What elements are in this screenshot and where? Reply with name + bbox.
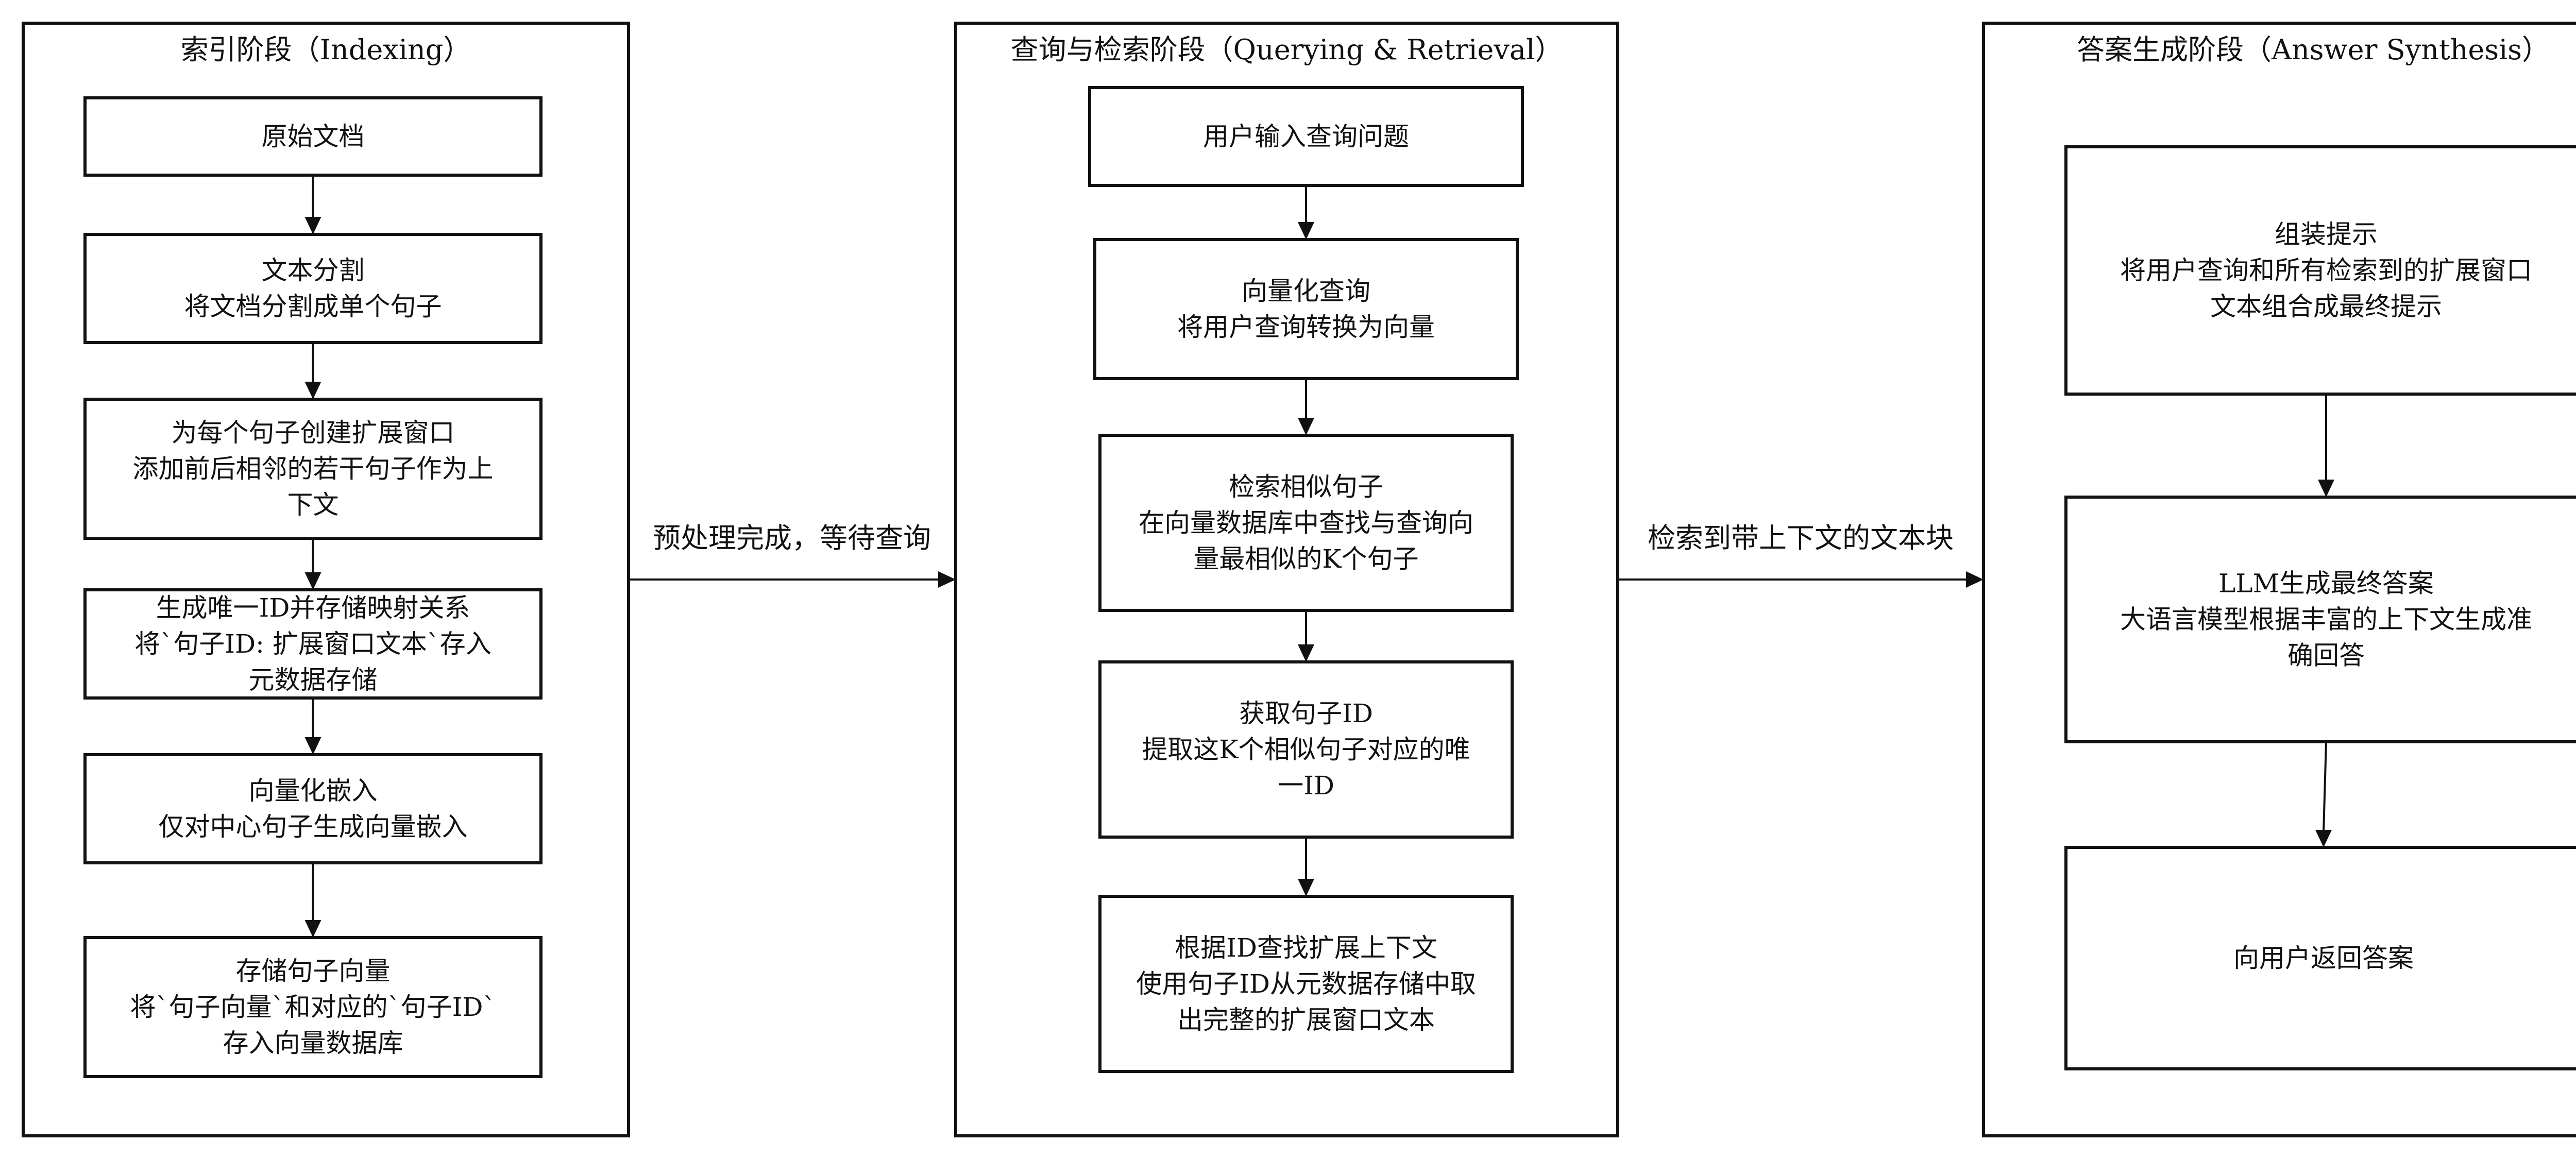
step-text-line: 原始文档 [262,122,365,151]
step-box [83,233,543,344]
process-step: 用户输入查询问题 [1088,86,1524,187]
step-text-line: 存储句子向量 [236,956,391,986]
flow-arrow-down [1298,837,1314,896]
step-text-line: 提取这K个相似句子对应的唯 [1142,735,1470,764]
step-text-line: 将文档分割成单个句子 [184,292,442,321]
stage-title: 答案生成阶段（Answer Synthesis） [2077,33,2550,66]
flow-arrow-down [304,175,321,234]
step-box [1098,660,1514,839]
step-text-line: 存入向量数据库 [223,1028,403,1058]
step-text-line: 将用户查询和所有检索到的扩展窗口 [2120,256,2532,285]
step-box [1088,86,1524,187]
step-text-line: 为每个句子创建扩展窗口 [172,418,455,448]
step-box [83,936,543,1078]
step-text-line: 向用户返回答案 [2233,943,2414,973]
step-text-line: 向量化嵌入 [249,776,378,806]
stage-panel-1: 索引阶段（Indexing）原始文档文本分割将文档分割成单个句子为每个句子创建扩… [22,22,630,1137]
step-text-line: 一ID [1278,771,1334,801]
flow-arrow-down [2318,394,2334,497]
step-text-line: 出完整的扩展窗口文本 [1177,1005,1435,1035]
step-text-line: 在向量数据库中查找与查询向 [1139,508,1473,538]
step-text-line: 文本分割 [262,256,365,285]
stage-title: 查询与检索阶段（Querying & Retrieval） [1011,33,1563,66]
step-text-line: 下文 [287,490,339,520]
stage-panel-2: 查询与检索阶段（Querying & Retrieval）用户输入查询问题向量化… [954,22,1619,1137]
flow-arrow-down [304,698,321,755]
step-box [2064,145,2576,396]
step-box [1098,895,1514,1073]
step-text-line: 向量化查询 [1242,276,1370,306]
stage-connector-arrow [629,571,956,588]
step-text-line: 使用句子ID从元数据存储中取 [1136,969,1476,999]
step-text-line: 将`句子向量`和对应的`句子ID` [130,992,496,1022]
step-text-line: 仅对中心句子生成向量嵌入 [159,812,468,842]
step-text-line: LLM生成最终答案 [2218,569,2434,599]
flow-arrow-down [2315,741,2332,847]
step-text-line: 大语言模型根据丰富的上下文生成准 [2120,605,2532,635]
step-text-line: 文本组合成最终提示 [2210,292,2442,321]
flow-arrow-down [1298,185,1314,240]
step-text-line: 组装提示 [2275,219,2378,249]
process-step: 原始文档 [83,96,543,177]
step-text-line: 用户输入查询问题 [1203,122,1409,151]
flow-arrow-down [304,343,321,399]
step-text-line: 根据ID查找扩展上下文 [1175,933,1437,963]
flow-arrow-down [1298,610,1314,662]
step-text-line: 量最相似的K个句子 [1193,544,1418,574]
step-box [2064,496,2576,743]
flow-arrow-down [1298,379,1314,435]
stage-panel-3: 答案生成阶段（Answer Synthesis） 组装提示将用户查询和所有检索到的… [1982,22,2576,1137]
process-step: 向用户返回答案 [2064,846,2576,1070]
step-text-line: 获取句子ID [1239,699,1373,728]
step-box [83,753,543,864]
step-box [83,588,543,700]
step-text-line: 检索相似句子 [1229,472,1383,502]
step-box [1093,238,1519,380]
flow-arrow-down [304,538,321,590]
step-text-line: 生成唯一ID并存储映射关系 [156,593,470,623]
stage-connector-arrow [1618,571,1984,588]
step-text-line: 确回答 [2287,641,2365,671]
step-text-line: 将用户查询转换为向量 [1177,312,1435,342]
step-box [1098,434,1514,612]
step-text-line: 将`句子ID: 扩展窗口文本`存入 [134,629,492,659]
step-box [83,96,543,177]
stage-title: 索引阶段（Indexing） [181,33,471,66]
flow-arrow-down [304,863,321,938]
step-text-line: 添加前后相邻的若干句子作为上 [133,454,494,484]
step-text-line: 元数据存储 [249,665,378,695]
stage-connector-label: 预处理完成，等待查询 [653,522,931,554]
stage-connector-label: 检索到带上下文的文本块 [1648,522,1954,554]
